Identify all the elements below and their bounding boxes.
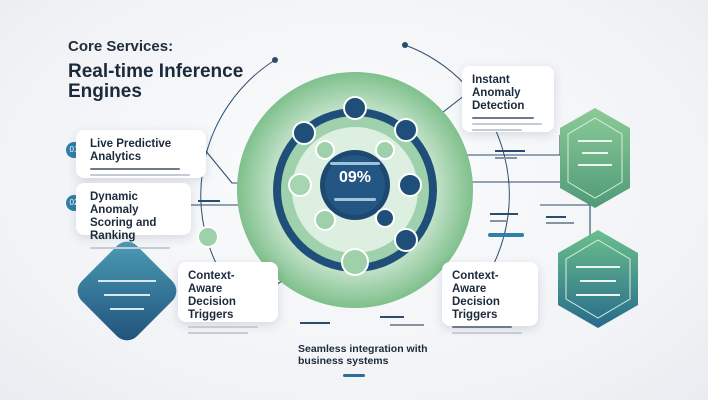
hub-core-line [334,198,376,201]
card-context-aware-right[interactable]: Context-Aware Decision Triggers [442,262,538,334]
card-live-predictive[interactable]: Live Predictive Analytics [76,130,206,178]
hub-nodes [197,96,422,276]
card-text-line [472,123,542,125]
orbit-node [402,42,408,48]
card-instant-anomaly[interactable]: Instant Anomaly Detection [462,66,554,132]
footer-accent-bar [343,374,365,377]
card-text-line [90,247,170,249]
card-title: Context-Aware Decision Triggers [452,270,500,321]
card-text-line [188,332,248,334]
hub-core-line [330,162,380,165]
annotation-lines [198,150,574,326]
card-text-line [452,326,512,328]
header-kicker: Core Services: [68,38,174,55]
card-text-line [90,168,180,170]
hub-center-value: 09% [338,169,372,186]
card-text-line [452,332,522,334]
card-context-aware-left[interactable]: Context-Aware Decision Triggers [178,262,278,334]
page-title: Real-time Inference Engines [68,61,244,102]
card-dynamic-anomaly[interactable]: Dynamic Anomaly Scoring and Ranking [76,183,191,249]
card-text-line [188,326,258,328]
card-text-line [90,174,190,176]
card-title: Live Predictive Analytics [90,138,172,163]
card-text-line [472,129,522,131]
card-title: Instant Anomaly Detection [472,74,525,112]
footer-caption: Seamless integration with business syste… [298,343,428,367]
card-text-line [472,117,534,119]
card-title: Context-Aware Decision Triggers [188,270,236,321]
diamond-bottom-left [77,241,177,341]
orbit-node [272,57,278,63]
hexagon-top-right [560,108,630,208]
hexagon-bottom-right [558,230,638,328]
card-title: Dynamic Anomaly Scoring and Ranking [90,191,157,242]
